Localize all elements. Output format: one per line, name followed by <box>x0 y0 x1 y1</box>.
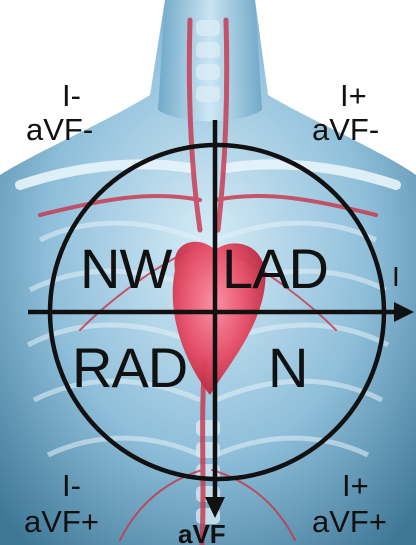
quadrant-label-rad: RAD <box>72 336 187 399</box>
corner-top-right-line-2: aVF- <box>312 112 379 147</box>
quadrant-label-n: N <box>268 336 307 399</box>
corner-bottom-right-line-2: aVF+ <box>312 504 387 539</box>
axis-label-i: I <box>392 261 400 292</box>
axis-label-avf: aVF <box>178 519 226 545</box>
corner-top-left-line-2: aVF- <box>26 112 93 147</box>
corner-top-left-line-1: I- <box>62 78 81 113</box>
quadrant-label-nw: NW <box>80 237 172 300</box>
corner-top-right-line-1: I+ <box>340 78 367 113</box>
corner-bottom-left-line-2: aVF+ <box>24 504 99 539</box>
quadrant-label-lad: LAD <box>222 237 328 300</box>
corner-bottom-right-line-1: I+ <box>342 468 369 503</box>
corner-bottom-left-line-1: I- <box>62 468 81 503</box>
